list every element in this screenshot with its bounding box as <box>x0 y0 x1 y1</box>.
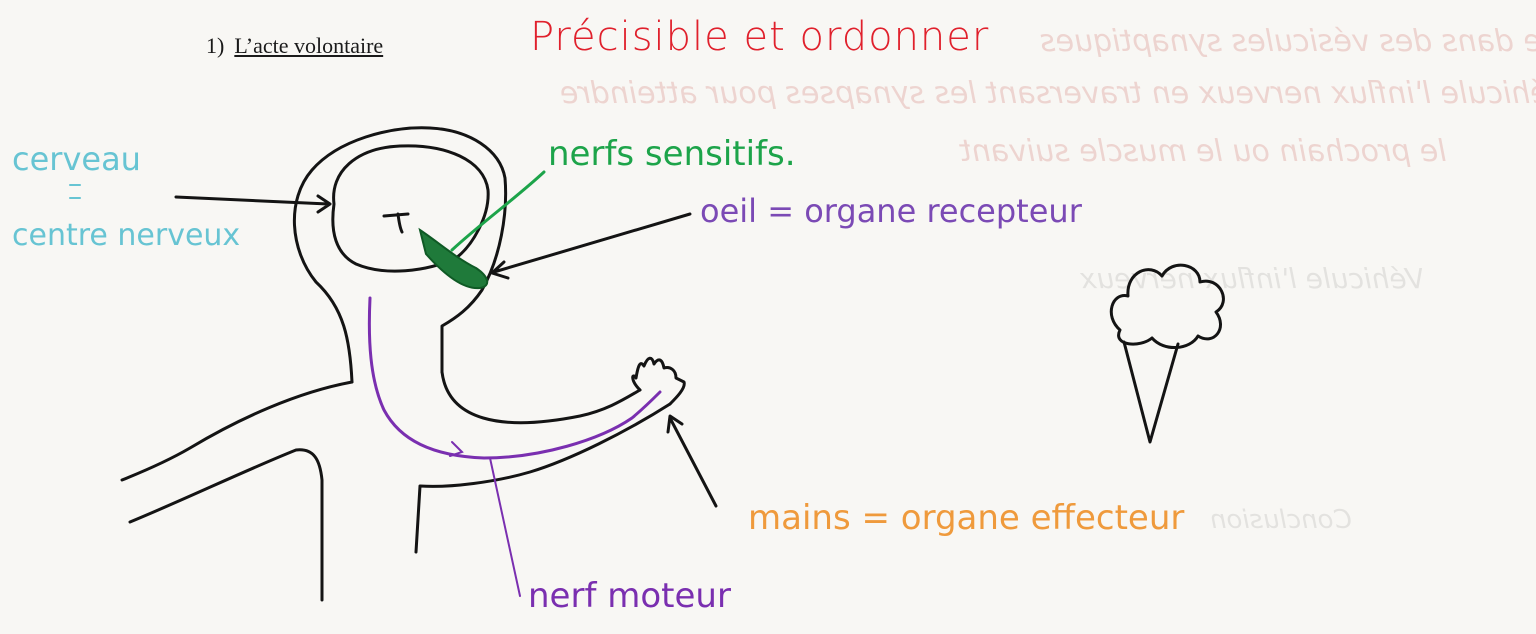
ice-cream-scoop <box>1111 265 1223 347</box>
label-oeil-organe-recepteur: oeil = organe recepteur <box>700 192 1082 230</box>
label-centre-nerveux: centre nerveux <box>12 218 240 253</box>
label-mains-organe-effecteur: mains = organe effecteur <box>748 498 1184 538</box>
label-cerveau: cerveau <box>12 140 141 178</box>
hand-outline <box>633 358 685 404</box>
sensory-nerve-group <box>420 172 544 288</box>
right-arm-top-outline <box>442 372 640 423</box>
arrow-cerveau <box>176 196 330 212</box>
ice-cream-cone <box>1124 342 1178 442</box>
torso-left-outline <box>130 450 322 600</box>
eye-organ <box>420 230 487 288</box>
right-arm-bottom-outline <box>416 404 670 552</box>
eye-mark <box>384 214 408 232</box>
motor-nerve-group <box>369 298 660 596</box>
brain-outline <box>333 146 488 271</box>
arrow-mains <box>668 416 716 506</box>
brain-equals-sign <box>70 185 80 198</box>
left-arm-outline <box>122 382 352 480</box>
arrow-oeil <box>492 214 690 278</box>
label-nerfs-sensitifs: nerfs sensitifs. <box>548 134 796 174</box>
label-nerf-moteur: nerf moteur <box>528 576 731 616</box>
sensory-nerve-line <box>452 172 544 250</box>
